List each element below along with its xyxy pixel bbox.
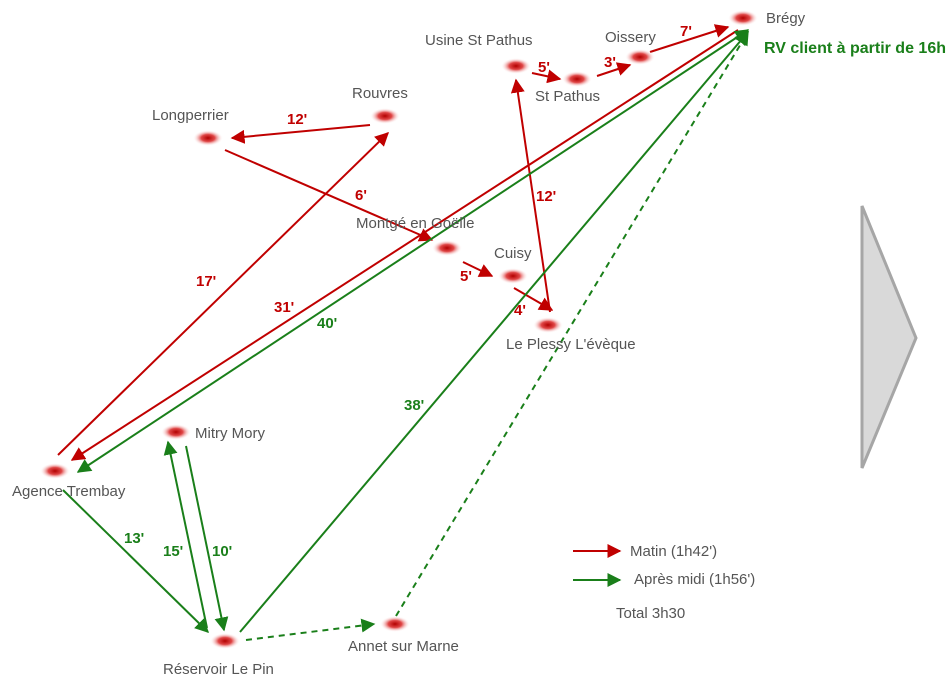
time-plessy-usine: 12' xyxy=(536,188,556,205)
route-annet-bregy xyxy=(395,30,749,617)
route-reservoir-bregy xyxy=(239,30,749,633)
time-mitry-reservoir: 10' xyxy=(212,543,232,560)
route-agence-reservoir xyxy=(62,489,210,633)
legend-morning-label: Matin (1h42') xyxy=(630,543,717,560)
time-montge-cuisy: 5' xyxy=(460,268,472,285)
label-rv-client: RV client à partir de 16h xyxy=(764,40,946,57)
time-stpathus-oissery: 3' xyxy=(604,54,616,71)
time-longperrier-montge: 6' xyxy=(355,187,367,204)
label-annet: Annet sur Marne xyxy=(348,638,459,655)
route-agence-rouvres xyxy=(57,132,390,456)
marker-bregy xyxy=(728,10,758,26)
marker-st-pathus xyxy=(562,71,592,87)
marker-usine-st-pathus xyxy=(501,58,531,74)
marker-mitry-mory xyxy=(161,424,191,440)
next-arrow-icon[interactable] xyxy=(860,205,918,469)
marker-longperrier xyxy=(193,130,223,146)
legend: Matin (1h42') Après midi (1h56') Total 3… xyxy=(573,543,755,622)
time-agence-bregy: 40' xyxy=(317,315,337,332)
label-longperrier: Longperrier xyxy=(152,107,229,124)
marker-annet xyxy=(380,616,410,632)
marker-montge xyxy=(432,240,462,256)
label-rouvres: Rouvres xyxy=(352,85,408,102)
time-reservoir-mitry: 15' xyxy=(163,543,183,560)
label-agence-trembay: Agence Trembay xyxy=(12,483,126,500)
label-oissery: Oissery xyxy=(605,29,656,46)
label-st-pathus: St Pathus xyxy=(535,88,600,105)
marker-cuisy xyxy=(498,268,528,284)
marker-agence-trembay xyxy=(40,463,70,479)
time-bregy-agence: 31' xyxy=(274,299,294,316)
time-oissery-bregy: 7' xyxy=(680,23,692,40)
label-le-plessy: Le Plessy L'évèque xyxy=(506,336,636,353)
time-longperrier-rouvres: 12' xyxy=(287,111,307,128)
label-reservoir: Réservoir Le Pin xyxy=(163,661,274,677)
label-montge: Montgé en Goëlle xyxy=(356,215,474,232)
marker-le-plessy xyxy=(533,317,563,333)
marker-oissery xyxy=(625,49,655,65)
time-usine-stpathus: 5' xyxy=(538,59,550,76)
label-usine-st-pathus: Usine St Pathus xyxy=(425,32,533,49)
marker-reservoir xyxy=(210,633,240,649)
route-agence-bregy xyxy=(76,29,750,473)
legend-total: Total 3h30 xyxy=(616,605,685,622)
label-bregy: Brégy xyxy=(766,10,806,27)
time-cuisy-plessy: 4' xyxy=(514,302,526,319)
time-agence-reservoir: 13' xyxy=(124,530,144,547)
legend-afternoon-label: Après midi (1h56') xyxy=(634,571,755,588)
time-agence-rouvres: 17' xyxy=(196,273,216,290)
label-mitry-mory: Mitry Mory xyxy=(195,425,265,442)
label-cuisy: Cuisy xyxy=(494,245,532,262)
route-reservoir-mitry xyxy=(163,440,208,629)
marker-rouvres xyxy=(370,108,400,124)
time-reservoir-bregy: 38' xyxy=(404,397,424,414)
route-mitry-reservoir xyxy=(185,445,229,632)
